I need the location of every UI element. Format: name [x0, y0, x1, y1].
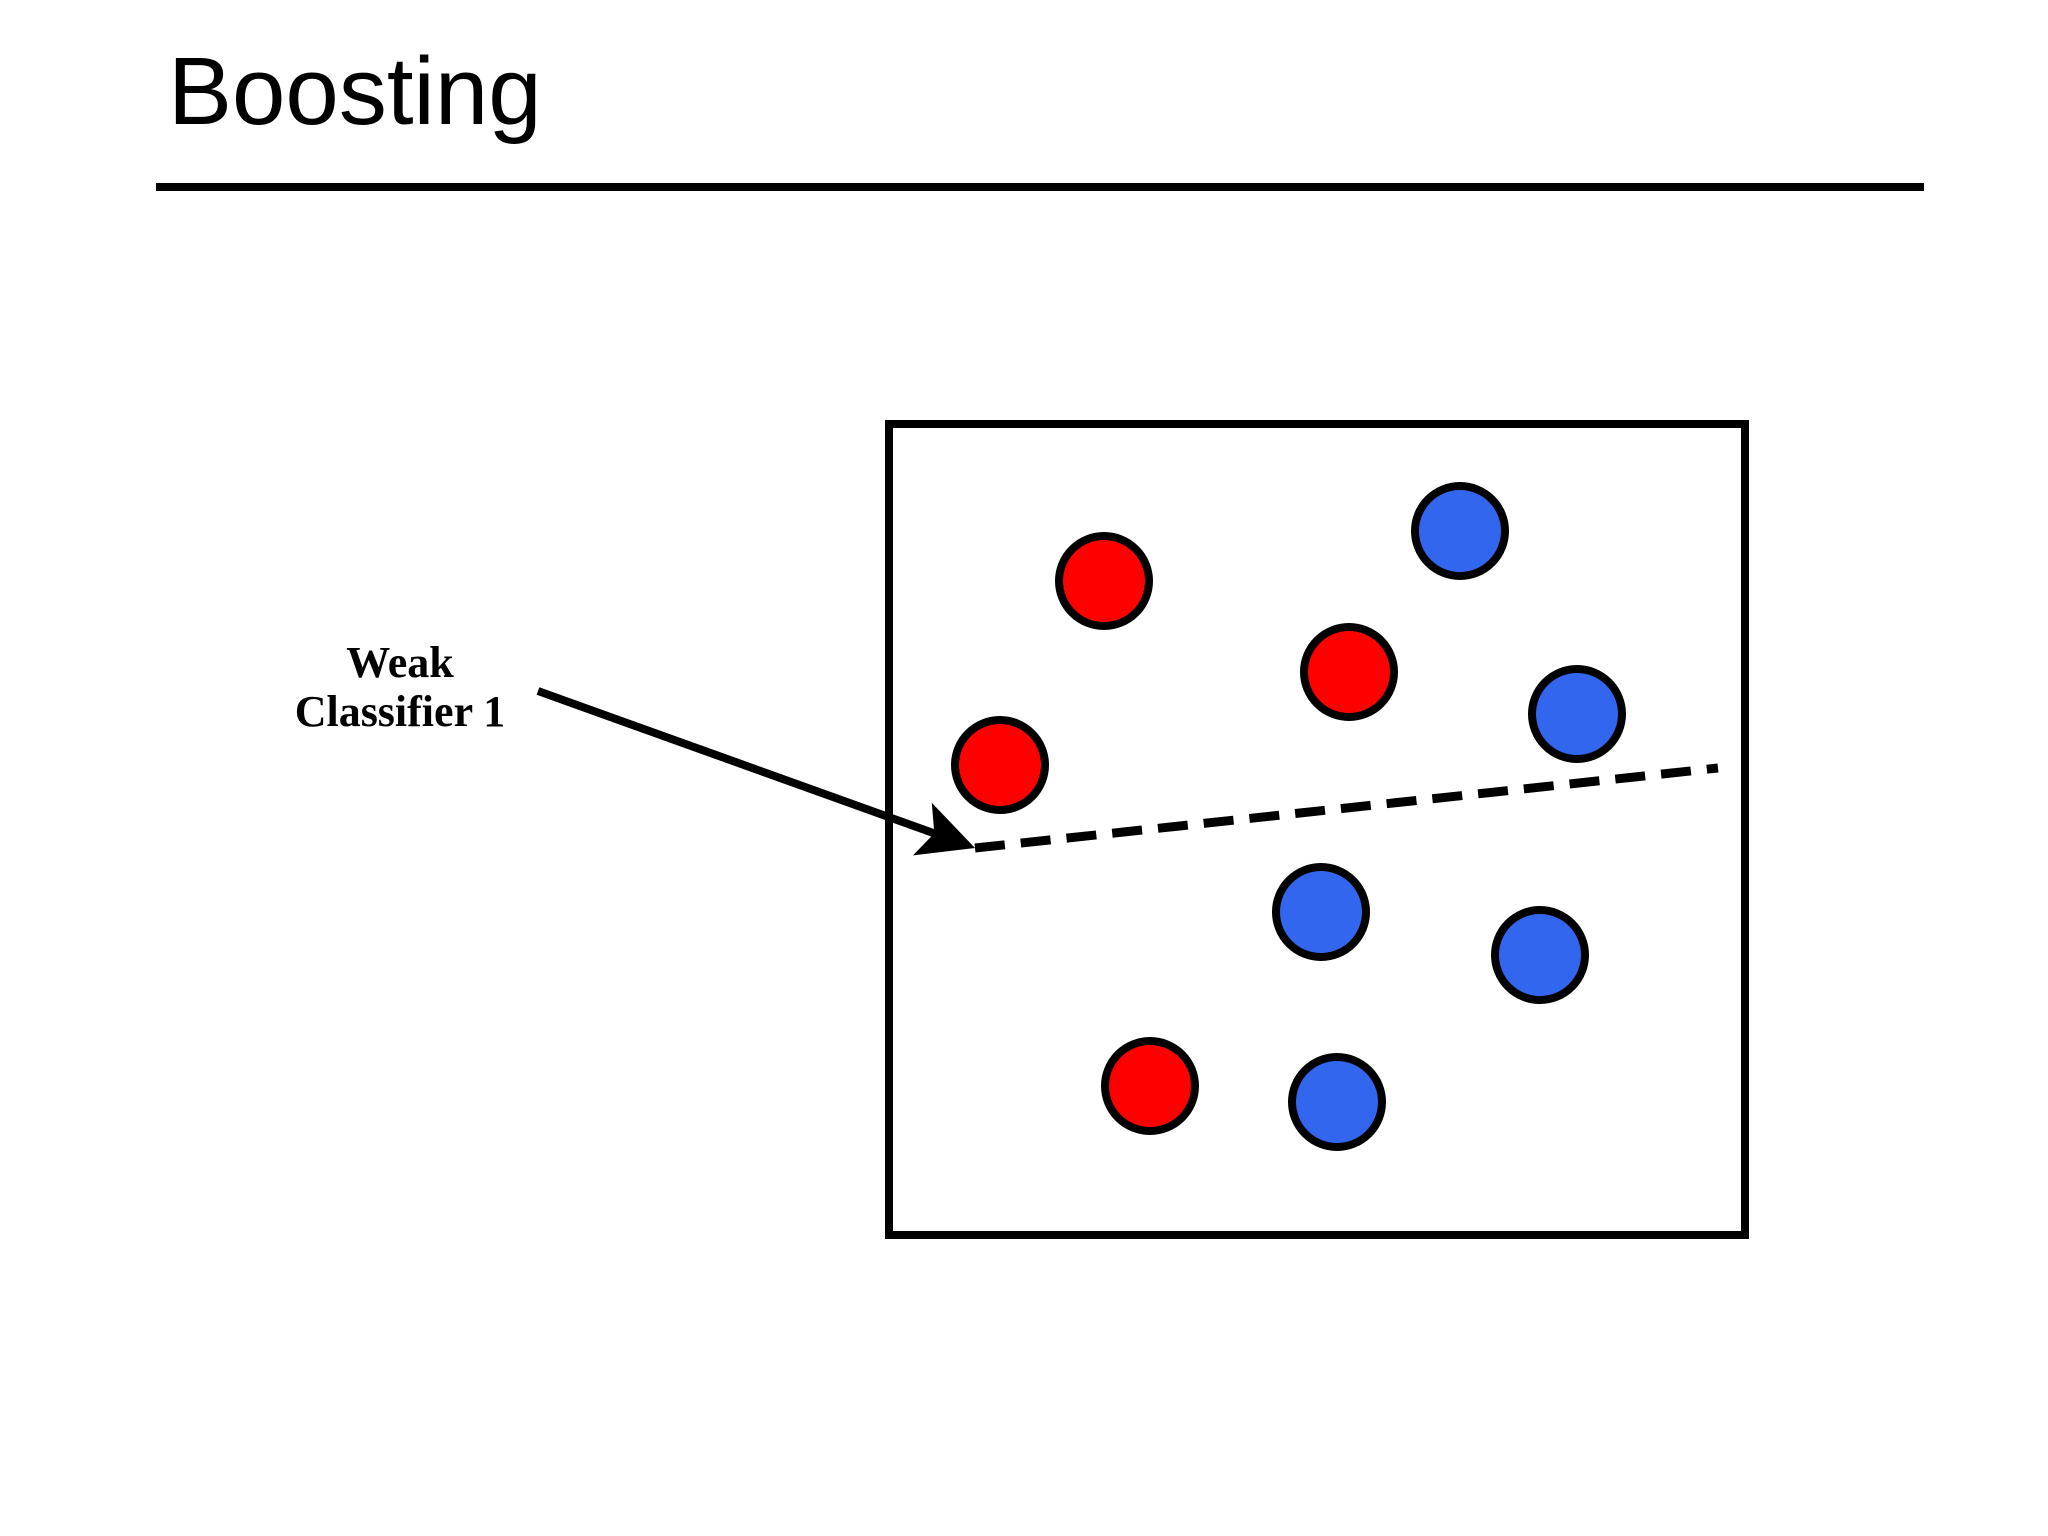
data-point-red — [1300, 623, 1398, 721]
data-markers-blue — [1272, 482, 1626, 1151]
weak-classifier-label-line2: Classifier 1 — [294, 687, 506, 737]
data-point-blue — [1528, 665, 1626, 763]
weak-classifier-arrow — [536, 687, 975, 856]
page-title: Boosting — [168, 38, 542, 145]
data-point-blue — [1272, 863, 1370, 961]
data-point-red — [1055, 532, 1153, 630]
data-point-blue — [1411, 482, 1509, 580]
data-point-red — [951, 716, 1049, 814]
data-markers-red — [951, 532, 1398, 1135]
weak-classifier-label: Weak Classifier 1 — [250, 638, 550, 737]
weak-classifier-label-line1: Weak — [346, 638, 454, 687]
decision-boundary-line — [974, 763, 1719, 853]
title-divider — [156, 183, 1924, 191]
data-point-red — [1101, 1037, 1199, 1135]
data-point-blue — [1288, 1053, 1386, 1151]
data-point-blue — [1491, 906, 1589, 1004]
